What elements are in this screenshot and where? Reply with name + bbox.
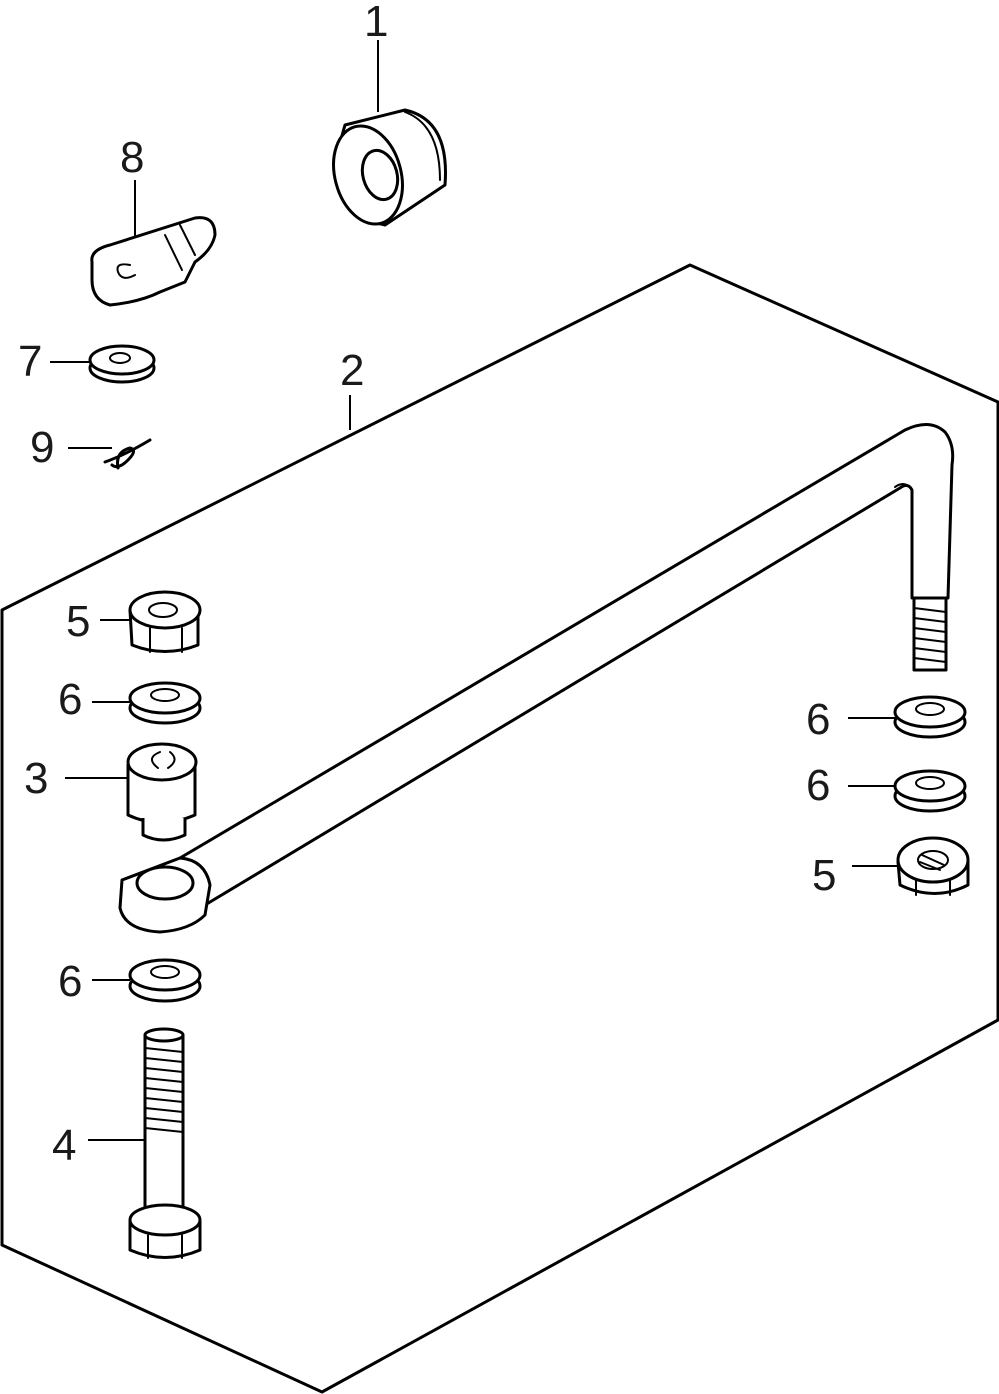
part-4-bolt[interactable]	[128, 1027, 202, 1259]
part-1-bushing[interactable]	[323, 108, 447, 232]
callout-5-left: 5	[66, 597, 90, 646]
part-6-washer-right-lower[interactable]	[893, 769, 967, 813]
part-3-collar[interactable]	[126, 742, 198, 842]
callout-8: 8	[120, 133, 144, 182]
part-8-lever-arm[interactable]	[90, 216, 217, 307]
part-7-washer[interactable]	[88, 344, 156, 384]
part-5-nut-right[interactable]	[896, 836, 970, 896]
callout-3: 3	[24, 754, 48, 803]
part-6-washer-right-upper[interactable]	[893, 695, 967, 739]
callout-5-right: 5	[812, 851, 836, 900]
part-6-washer-left-lower[interactable]	[128, 958, 202, 1003]
part-5-nut-left[interactable]	[128, 590, 202, 653]
part-6-washer-left-upper[interactable]	[128, 681, 202, 725]
callout-4: 4	[52, 1121, 76, 1170]
callout-6-right-lower: 6	[806, 761, 830, 810]
callout-2: 2	[340, 346, 364, 395]
assembly-box-outline	[0, 263, 999, 1394]
part-9-cotter-pin[interactable]	[103, 438, 152, 470]
callout-7: 7	[18, 337, 42, 386]
callout-6-left-lower: 6	[58, 957, 82, 1006]
callout-1: 1	[364, 0, 388, 46]
callout-9: 9	[30, 423, 54, 472]
callout-6-right-upper: 6	[806, 695, 830, 744]
part-2-tie-rod[interactable]	[118, 423, 955, 934]
callout-6-left-upper: 6	[58, 675, 82, 724]
